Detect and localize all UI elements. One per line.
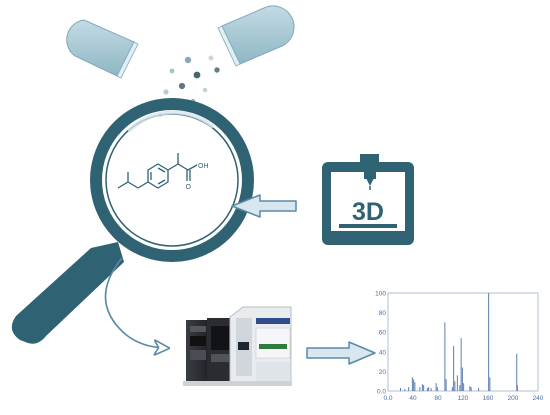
lcms-instrument-icon [183, 306, 292, 386]
plot-area [387, 292, 539, 392]
x-tick-label: 200 [508, 395, 519, 402]
magnifying-glass-icon [11, 98, 254, 344]
y-tick-label: 80 [379, 310, 387, 317]
atom-label-hydroxyl: OH [198, 163, 209, 170]
x-tick-label: 240 [533, 395, 544, 402]
y-tick-label: 20 [379, 369, 387, 376]
arrow-instrument-to-spectrum [306, 341, 376, 365]
spectrum-peaks [400, 293, 518, 391]
arrow-analysis-to-instrument [104, 257, 165, 348]
y-tick-label: 60 [379, 330, 387, 337]
printer-label: 3D [352, 198, 384, 226]
x-tick-label: 120 [458, 395, 469, 402]
3d-printer-icon [322, 154, 414, 245]
capsule-right-half [217, 5, 295, 67]
y-tick-label: 0.0 [377, 389, 386, 396]
y-tick-label: 100 [375, 291, 386, 298]
x-tick-label: 160 [483, 395, 494, 402]
x-tick-label: 40 [409, 395, 417, 402]
x-axis-ticks: 0.0 40 80 120 160 200 240 [383, 395, 543, 402]
y-axis-ticks: 0.0 20 40 60 80 100 [375, 291, 386, 396]
x-tick-label: 80 [434, 395, 442, 402]
mass-spectrum-chart: 0.0 40 80 120 160 200 240 0.0 20 40 60 80 100 [375, 291, 544, 403]
arrow-printer-to-analysis [231, 194, 297, 218]
y-tick-label: 40 [379, 349, 387, 356]
atom-label-oxygen: O [186, 184, 192, 191]
capsule-left-half [66, 19, 139, 79]
ibuprofen-structure [117, 153, 198, 189]
x-tick-label: 0.0 [383, 395, 392, 402]
